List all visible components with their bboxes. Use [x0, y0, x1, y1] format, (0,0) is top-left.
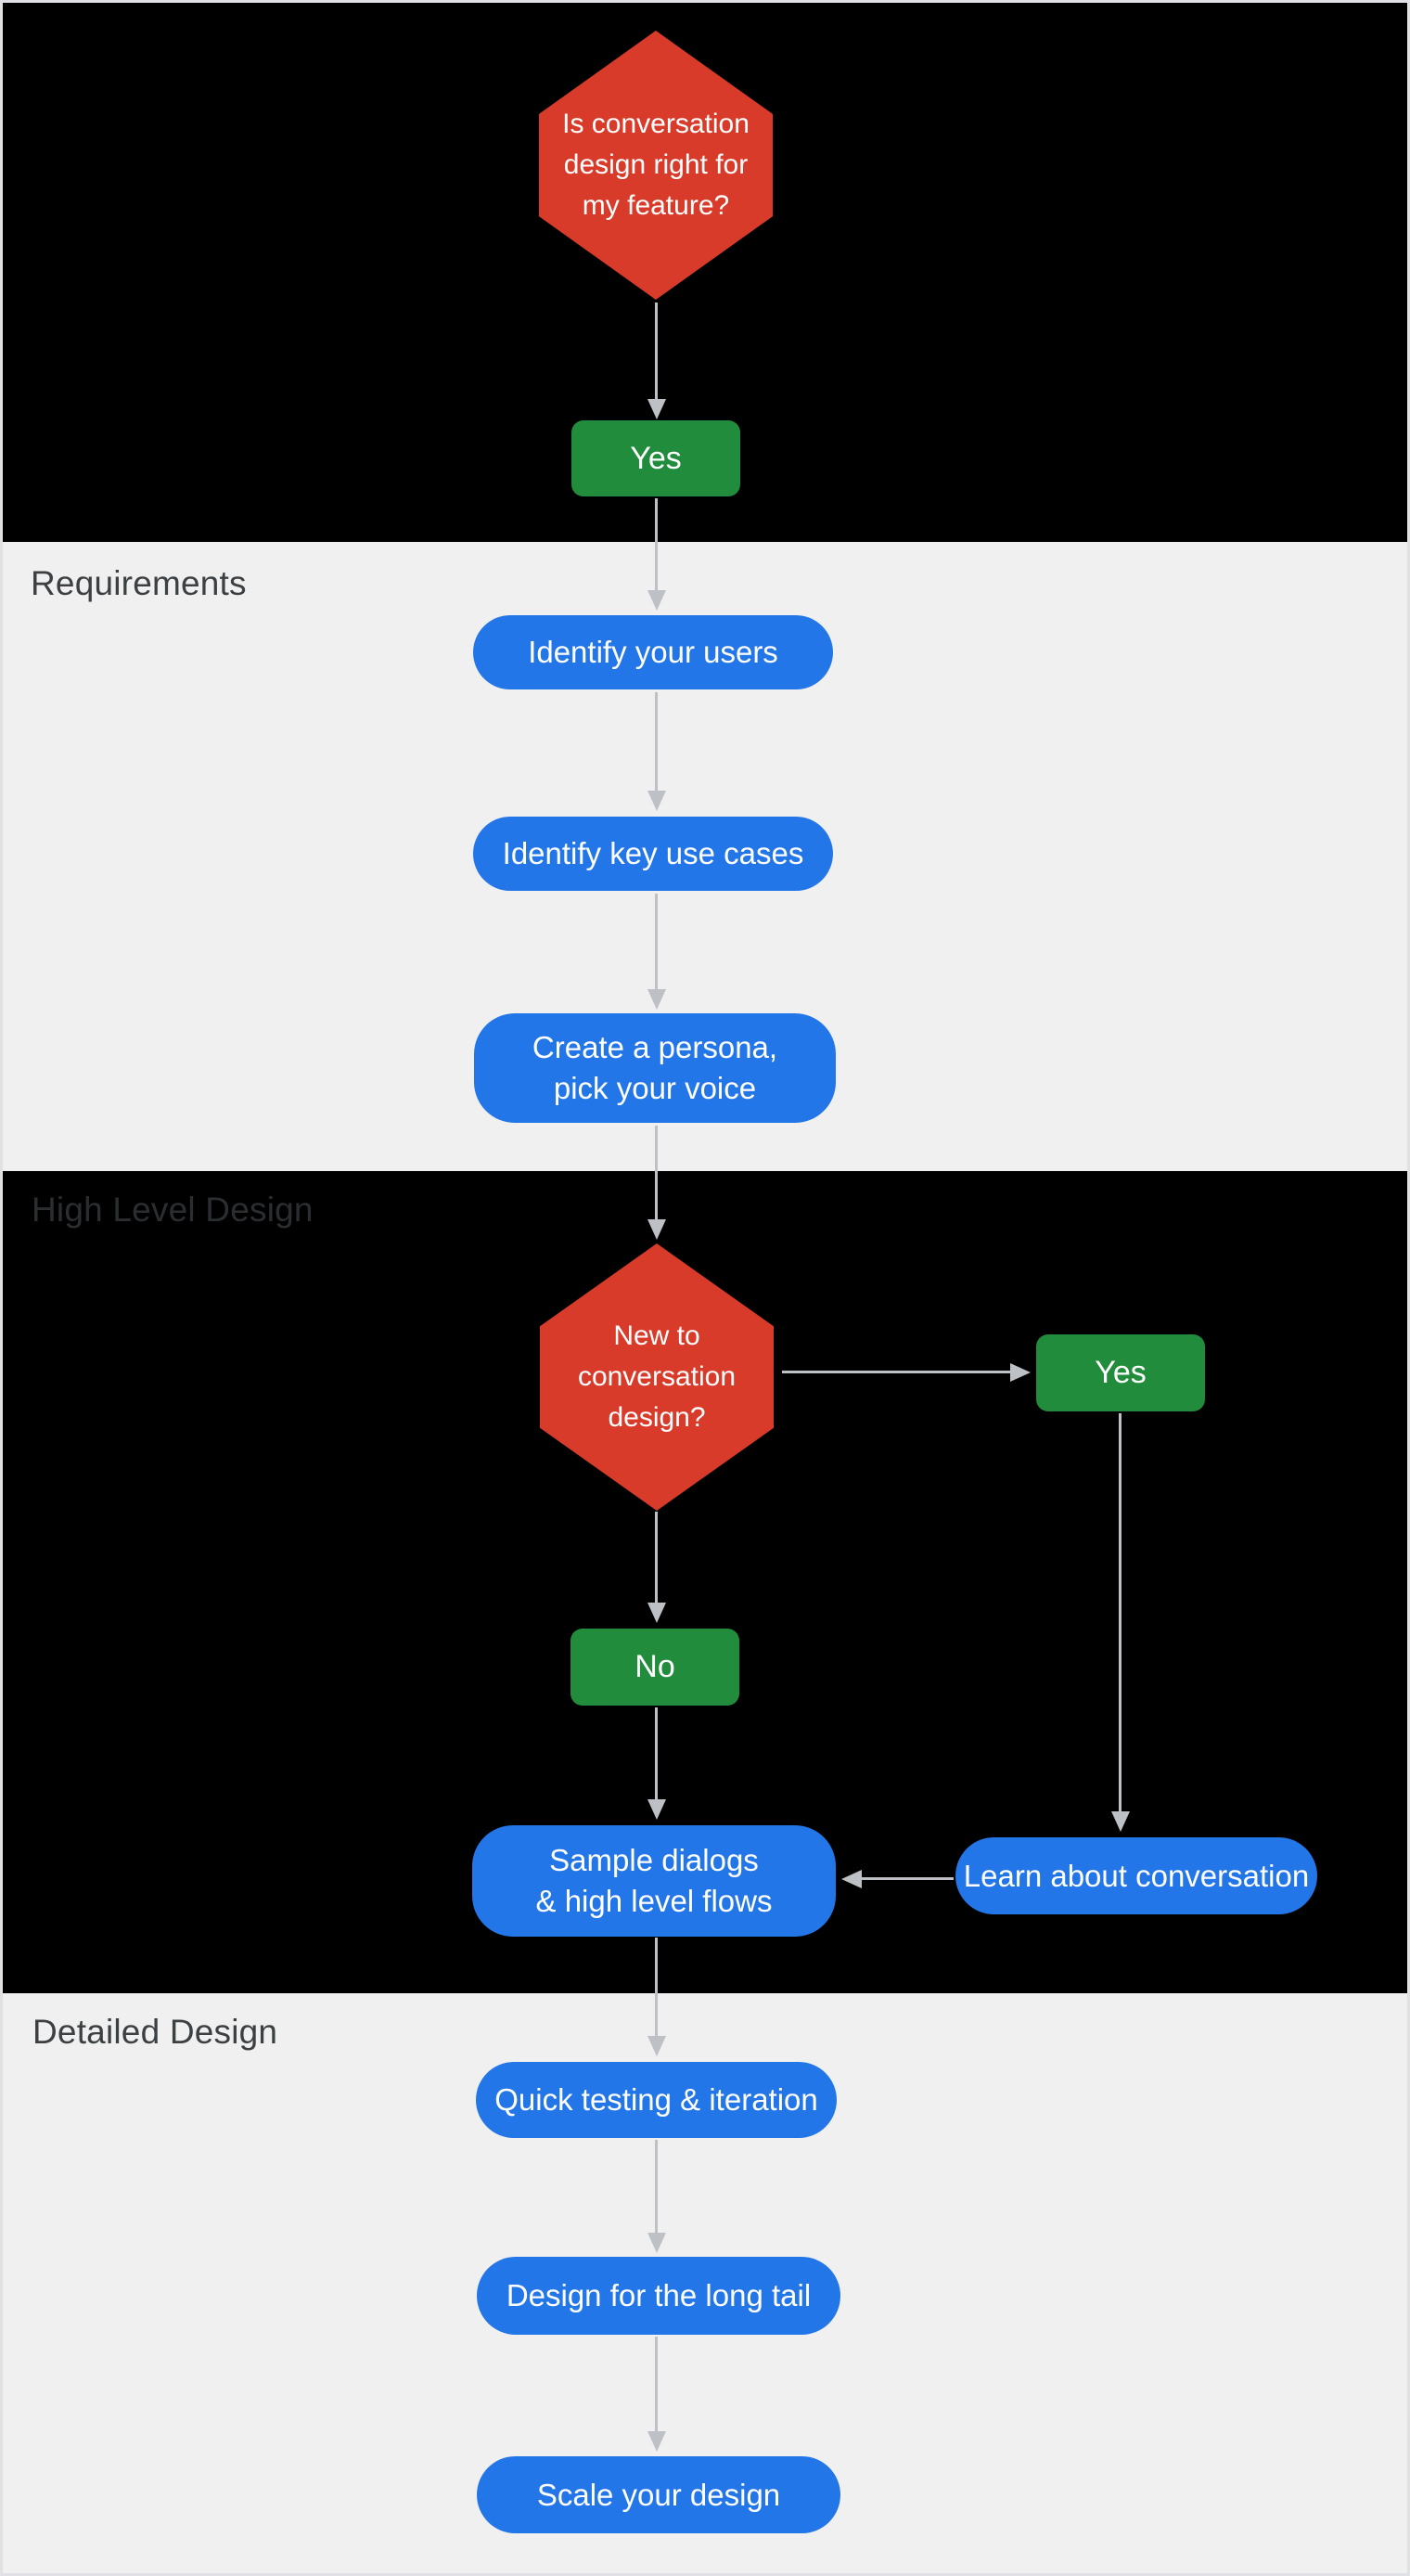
- section-label-high-level-design: High Level Design: [32, 1191, 314, 1229]
- arrow-users-to-use-cases: [655, 692, 658, 792]
- arrow-q2-to-no: [655, 1512, 658, 1604]
- process-scale-your-design[interactable]: Scale your design: [477, 2456, 840, 2533]
- process-line: Sample dialogs: [549, 1843, 759, 1877]
- process-line: & high level flows: [535, 1884, 773, 1918]
- decision-line: design right for: [563, 149, 749, 180]
- answer-no-new-to-design[interactable]: No: [570, 1629, 739, 1706]
- process-learn-about-conversation[interactable]: Learn about conversation: [955, 1837, 1317, 1914]
- answer-yes-new-to-design[interactable]: Yes: [1036, 1334, 1205, 1411]
- decision-line: Is conversation: [562, 109, 750, 139]
- process-create-a-persona[interactable]: Create a persona, pick your voice: [474, 1013, 836, 1123]
- arrow-q2-to-yes: [782, 1371, 1011, 1373]
- answer-yes-start[interactable]: Yes: [571, 420, 740, 496]
- process-label: Identify your users: [528, 635, 778, 669]
- answer-label: Yes: [630, 440, 682, 476]
- process-line: pick your voice: [553, 1071, 757, 1105]
- arrow-quick-to-long-tail: [655, 2140, 658, 2234]
- process-identify-key-use-cases[interactable]: Identify key use cases: [473, 817, 833, 891]
- section-label-requirements: Requirements: [31, 564, 247, 602]
- decision-line: conversation: [577, 1361, 737, 1392]
- process-label: Quick testing & iteration: [494, 2082, 818, 2117]
- arrow-learn-to-sample-dialogs: [861, 1877, 954, 1880]
- process-label: Scale your design: [536, 2477, 781, 2512]
- arrow-no-to-sample-dialogs: [655, 1707, 658, 1800]
- arrow-q1-to-yes: [655, 303, 658, 400]
- answer-label: No: [634, 1649, 675, 1684]
- answer-label: Yes: [1095, 1355, 1147, 1390]
- arrow-persona-to-q2: [655, 1126, 658, 1220]
- section-label-detailed-design: Detailed Design: [32, 2013, 278, 2051]
- decision-line: my feature?: [582, 190, 730, 221]
- arrow-yes-to-identify-users: [655, 498, 658, 591]
- arrow-sample-to-quick-testing: [655, 1938, 658, 2037]
- arrow-long-tail-to-scale: [655, 2337, 658, 2432]
- process-design-for-long-tail[interactable]: Design for the long tail: [477, 2257, 840, 2335]
- process-label: Learn about conversation: [963, 1858, 1310, 1893]
- process-label: Design for the long tail: [506, 2278, 812, 2312]
- process-line: Create a persona,: [532, 1030, 778, 1064]
- process-label: Identify key use cases: [502, 836, 804, 870]
- process-quick-testing-iteration[interactable]: Quick testing & iteration: [476, 2062, 837, 2138]
- decision-line: design?: [608, 1402, 706, 1433]
- process-sample-dialogs[interactable]: Sample dialogs & high level flows: [472, 1825, 836, 1937]
- arrow-use-cases-to-persona: [655, 894, 658, 990]
- decision-line: New to: [613, 1320, 700, 1351]
- process-identify-your-users[interactable]: Identify your users: [473, 615, 833, 689]
- arrow-yes-to-learn: [1119, 1413, 1122, 1812]
